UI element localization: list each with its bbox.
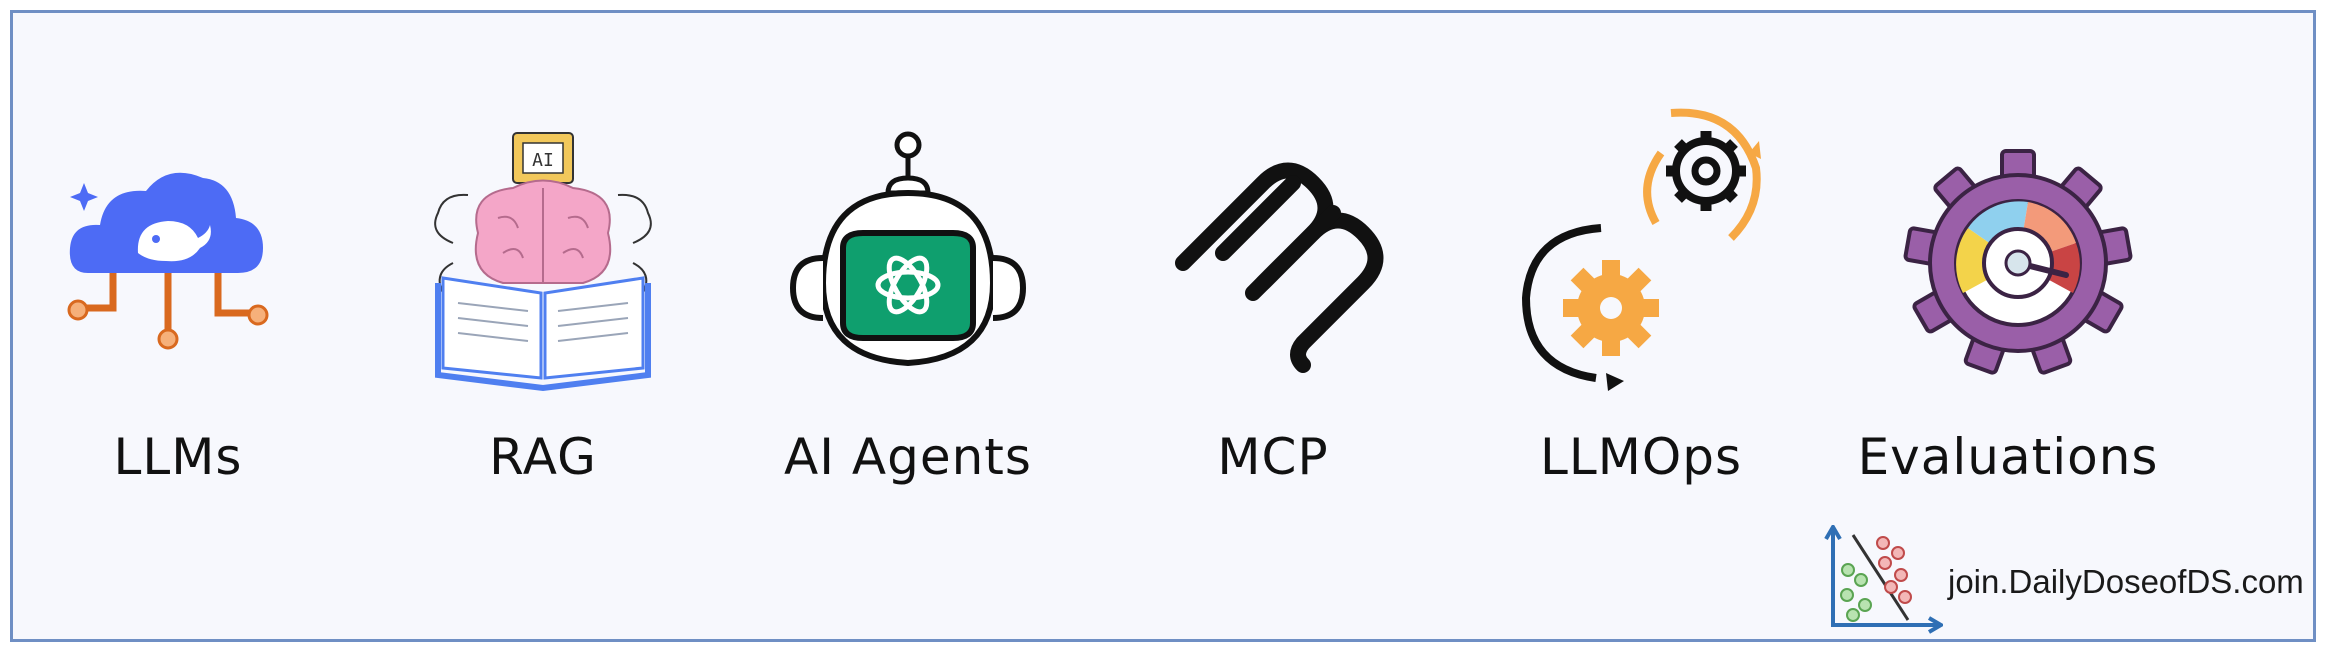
topic-evaluations: Evaluations xyxy=(1848,113,2168,513)
cloud-whale-icon xyxy=(67,172,269,350)
brain-book-icon: AI xyxy=(434,132,652,392)
gears-cycle-icon xyxy=(1521,108,1761,391)
scatter-plot-logo-icon xyxy=(1824,525,1943,634)
topic-label: MCP xyxy=(1217,428,1329,486)
topic-label: RAG xyxy=(489,428,597,486)
ai-chip-text: AI xyxy=(532,150,554,171)
brand-link[interactable]: join.DailyDoseofDS.com xyxy=(1948,563,2304,600)
gauge-gear-icon xyxy=(1903,149,2133,375)
mcp-logo-icon xyxy=(1175,162,1384,373)
topic-label: Evaluations xyxy=(1857,428,2159,486)
topic-label: LLMOps xyxy=(1540,428,1742,486)
topic-llms: LLMs xyxy=(18,113,338,513)
robot-head-icon xyxy=(789,131,1027,367)
diagram-frame: LLMs AI RAG xyxy=(10,10,2316,642)
brand-footer[interactable]: join.DailyDoseofDS.com xyxy=(1823,525,2323,635)
topic-llmops: LLMOps xyxy=(1481,108,1801,513)
topic-label: AI Agents xyxy=(784,428,1032,486)
topic-rag: AI RAG xyxy=(383,113,703,513)
topic-mcp: MCP xyxy=(1113,113,1433,513)
topic-label: LLMs xyxy=(113,428,243,486)
topic-ai-agents: AI Agents xyxy=(748,113,1068,513)
